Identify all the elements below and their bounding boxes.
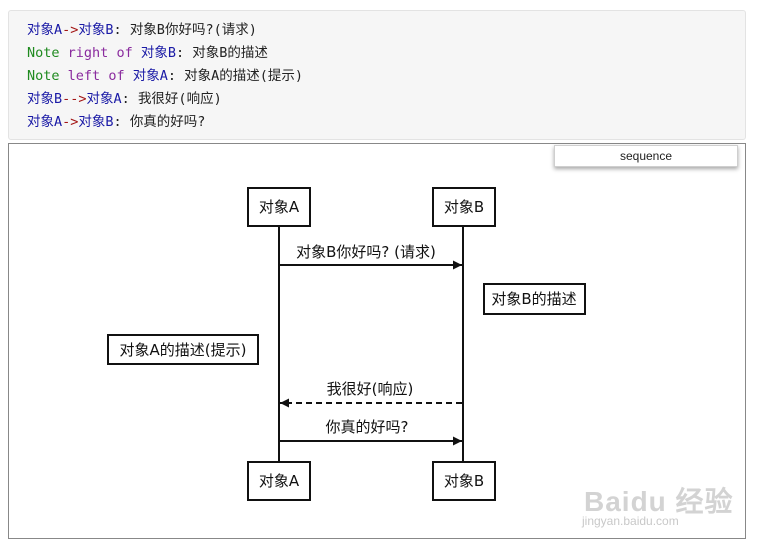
code-token: : bbox=[113, 22, 130, 38]
baidu-jingyan-watermark: Baidu 经验 jingyan.baidu.com bbox=[578, 470, 733, 530]
participant-label: 对象B bbox=[444, 472, 484, 490]
code-line: 对象A->对象B: 你真的好吗? bbox=[27, 112, 205, 132]
watermark-url: jingyan.baidu.com bbox=[582, 514, 679, 528]
code-token: 对象A bbox=[27, 114, 63, 130]
code-token: 对象B bbox=[27, 91, 63, 107]
note-label: 对象A的描述(提示) bbox=[120, 341, 247, 359]
code-token: : bbox=[113, 114, 130, 130]
diagram-type-select[interactable]: sequence bbox=[554, 145, 738, 167]
code-token: of bbox=[108, 68, 125, 84]
code-block: 对象A->对象B: 对象B你好吗?(请求) Note right of 对象B:… bbox=[8, 10, 746, 140]
code-token: 对象B bbox=[78, 22, 114, 38]
code-token: 我很好(响应) bbox=[137, 91, 222, 107]
participant-a-bottom: 对象A bbox=[247, 461, 311, 501]
code-token: 对象B bbox=[140, 45, 176, 61]
code-token: 对象A bbox=[86, 91, 122, 107]
message-request: 对象B你好吗? (请求) bbox=[280, 243, 462, 270]
code-token: : bbox=[167, 68, 185, 84]
code-token: : bbox=[175, 45, 193, 61]
watermark-logo: Baidu 经验 bbox=[584, 486, 734, 517]
note-label: 对象B的描述 bbox=[491, 290, 576, 308]
message-label: 对象B你好吗? (请求) bbox=[296, 243, 436, 261]
code-token: -> bbox=[62, 114, 79, 130]
code-token: 对象A bbox=[27, 22, 63, 38]
participant-label: 对象A bbox=[259, 472, 300, 490]
code-token: of bbox=[116, 45, 133, 61]
code-token: 对象A的描述(提示) bbox=[184, 68, 304, 84]
message-label: 你真的好吗? bbox=[326, 418, 409, 436]
code-line: 对象B-->对象A: 我很好(响应) bbox=[27, 89, 222, 109]
message-response: 我很好(响应) bbox=[280, 380, 462, 408]
participant-b-top: 对象B bbox=[432, 187, 496, 227]
message-followup: 你真的好吗? bbox=[280, 418, 462, 446]
code-token: 对象B bbox=[78, 114, 114, 130]
code-token: left bbox=[67, 68, 101, 84]
code-token: Note bbox=[27, 68, 60, 84]
code-token: Note bbox=[27, 45, 60, 61]
code-token: right bbox=[67, 45, 109, 61]
message-label: 我很好(响应) bbox=[327, 380, 414, 398]
participant-b-bottom: 对象B bbox=[432, 461, 496, 501]
note-right-of-b: 对象B的描述 bbox=[483, 283, 586, 315]
code-token: --> bbox=[62, 91, 87, 107]
code-line: Note right of 对象B: 对象B的描述 bbox=[27, 43, 268, 63]
participant-label: 对象A bbox=[259, 198, 300, 216]
code-token: 对象B你好吗?(请求) bbox=[129, 22, 257, 38]
code-line: 对象A->对象B: 对象B你好吗?(请求) bbox=[27, 20, 257, 40]
participant-a-top: 对象A bbox=[247, 187, 311, 227]
code-token: 你真的好吗? bbox=[129, 114, 206, 130]
code-token: -> bbox=[62, 22, 79, 38]
note-left-of-a: 对象A的描述(提示) bbox=[107, 334, 259, 365]
code-token: 对象A bbox=[132, 68, 168, 84]
code-line: Note left of 对象A: 对象A的描述(提示) bbox=[27, 66, 303, 86]
participant-label: 对象B bbox=[444, 198, 484, 216]
code-token: 对象B的描述 bbox=[192, 45, 268, 61]
code-token: : bbox=[121, 91, 138, 107]
